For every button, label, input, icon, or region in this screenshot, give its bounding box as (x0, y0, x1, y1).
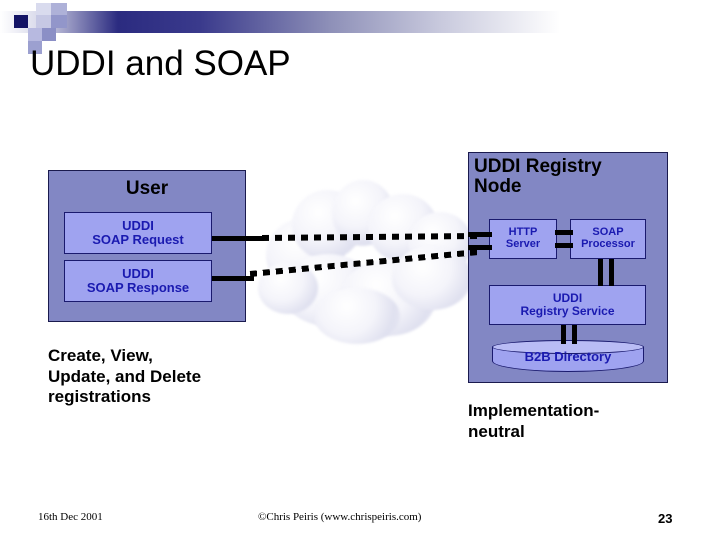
connector-soap-to-registry-a (598, 259, 603, 286)
right-annotation-line1: Implementation- (468, 401, 600, 420)
soap-processor-box[interactable]: SOAP Processor (570, 219, 646, 259)
header-square-mid-e (28, 41, 42, 54)
soap-processor-line1: SOAP (592, 226, 624, 239)
connector-registry-to-directory-b (572, 325, 577, 344)
registry-node-heading-line2: Node (474, 175, 522, 197)
left-annotation: Create, View, Update, and Delete registr… (48, 346, 308, 408)
connector-http-to-soap-a (555, 230, 573, 235)
header-gradient-bar (0, 11, 720, 33)
b2b-directory-cylinder[interactable]: B2B Directory (492, 340, 644, 376)
uddi-registry-service-line2: Registry Service (520, 304, 615, 318)
registry-node-heading-line1: UDDI Registry (474, 156, 602, 177)
left-annotation-line2: Update, and Delete (48, 366, 202, 386)
connector-registry-to-directory-a (561, 325, 566, 344)
uddi-soap-response-box[interactable]: UDDI SOAP Response (64, 260, 212, 302)
header-square-mid-c (28, 28, 42, 41)
connector-soap-to-registry-b (609, 259, 614, 286)
http-server-line2: Server (505, 238, 541, 250)
header-square-mid-b (51, 15, 67, 28)
uddi-soap-request-box[interactable]: UDDI SOAP Request (64, 212, 212, 254)
uddi-registry-service-box[interactable]: UDDI Registry Service (489, 285, 646, 325)
http-server-line1: HTTP (508, 226, 538, 239)
right-annotation: Implementation- neutral (468, 401, 708, 442)
header-square-navy (14, 15, 28, 28)
header-square-white (0, 0, 14, 11)
footer-copyright: ©Chris Peiris (www.chrispeiris.com) (258, 511, 422, 523)
header-square-mid-a (51, 3, 67, 15)
b2b-directory-cylinder-top (492, 340, 644, 354)
page-title: UDDI and SOAP (30, 44, 291, 83)
uddi-soap-request-line1: UDDI (122, 217, 154, 233)
http-server-box[interactable]: HTTP Server (489, 219, 557, 259)
connector-response-stub-left (212, 276, 254, 281)
right-annotation-line2: neutral (468, 421, 525, 441)
uddi-soap-response-line2: SOAP Response (86, 280, 190, 295)
footer-page-number: 23 (658, 511, 673, 526)
b2b-directory-label: B2B Directory (524, 349, 612, 364)
header-square-mid-d (42, 28, 56, 41)
registry-node-heading: UDDI Registry Node (474, 157, 674, 197)
uddi-registry-service-line1: UDDI (552, 291, 583, 306)
soap-processor-line2: Processor (581, 238, 635, 250)
left-annotation-line3: registrations (48, 387, 151, 407)
header-square-light-a (36, 3, 51, 15)
user-node-heading: User (125, 178, 169, 199)
connector-http-to-soap-b (555, 243, 573, 248)
footer-date: 16th Dec 2001 (38, 511, 103, 523)
left-annotation-line1: Create, View, (48, 346, 153, 365)
connector-response-stub-right (468, 245, 492, 250)
header-square-light-b (36, 15, 51, 28)
uddi-soap-request-line2: SOAP Request (92, 232, 184, 247)
connector-request-stub-left (212, 236, 264, 241)
uddi-soap-response-line1: UDDI (122, 265, 154, 281)
connector-request-stub-right (468, 232, 492, 237)
